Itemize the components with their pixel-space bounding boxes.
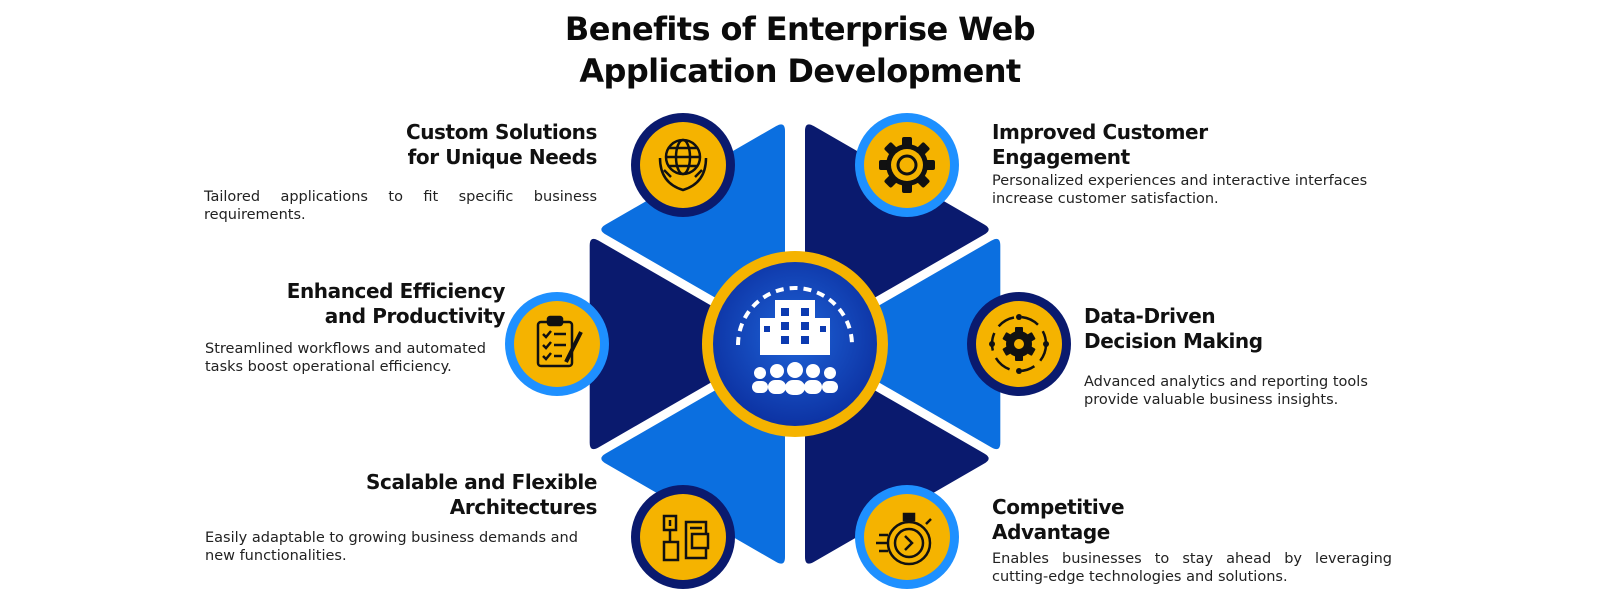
architecture-blocks-icon (662, 514, 710, 562)
badge-data-driven (967, 292, 1071, 396)
gear-icon (879, 137, 935, 193)
cycle-gear-icon (989, 314, 1049, 374)
heading-line: Enhanced Efficiency (286, 279, 506, 303)
heading-line: Engagement (992, 145, 1130, 169)
heading-line: Data-Driven (1084, 304, 1216, 328)
hexagon-segments (589, 124, 1001, 564)
badge-enhanced-efficiency (505, 292, 609, 396)
heading-line: for Unique Needs (407, 145, 598, 169)
badge-scalable-architectures (631, 485, 735, 589)
benefit-description-data-driven: Advanced analytics and reporting tools p… (1084, 374, 1368, 408)
clipboard-checklist-icon (536, 315, 583, 368)
benefit-description-enhanced-efficiency: Streamlined workflows and automated task… (205, 341, 486, 375)
title-line-2: Application Development (579, 52, 1021, 90)
benefit-heading-customer-engagement: Improved Customer Engagement (992, 120, 1292, 170)
heading-line: Architectures (449, 495, 598, 519)
benefit-description-custom-solutions: Tailored applications to fit specific bu… (204, 189, 597, 223)
badge-customer-engagement (855, 113, 959, 217)
heading-line: Improved Customer (992, 120, 1208, 144)
benefit-description-competitive-advantage: Enables businesses to stay ahead by leve… (992, 551, 1392, 585)
heading-line: and Productivity (324, 304, 506, 328)
heading-line: Scalable and Flexible (366, 470, 597, 494)
benefit-description-customer-engagement: Personalized experiences and interactive… (992, 173, 1368, 207)
benefit-heading-data-driven: Data-Driven Decision Making (1084, 304, 1334, 354)
benefit-heading-scalable-architectures: Scalable and Flexible Architectures (300, 470, 597, 520)
diagram-title: Benefits of Enterprise Web Application D… (0, 8, 1600, 92)
segment-right (812, 238, 1001, 450)
title-line-1: Benefits of Enterprise Web (564, 10, 1036, 48)
badge-custom-solutions (631, 113, 735, 217)
heading-line: Competitive (992, 495, 1125, 519)
benefit-heading-enhanced-efficiency: Enhanced Efficiency and Productivity (250, 279, 506, 329)
heading-line: Custom Solutions (405, 120, 597, 144)
badge-competitive-advantage (855, 485, 959, 589)
heading-line: Advantage (992, 520, 1110, 544)
benefit-heading-custom-solutions: Custom Solutions for Unique Needs (300, 120, 597, 170)
heading-line: Decision Making (1084, 329, 1263, 353)
benefit-heading-competitive-advantage: Competitive Advantage (992, 495, 1242, 545)
enterprise-team-icon (736, 286, 854, 395)
central-hub (702, 251, 888, 437)
stopwatch-icon (876, 512, 932, 566)
globe-hands-icon (658, 138, 708, 192)
segment-left (589, 238, 778, 450)
benefit-description-scalable-architectures: Easily adaptable to growing business dem… (205, 530, 578, 564)
